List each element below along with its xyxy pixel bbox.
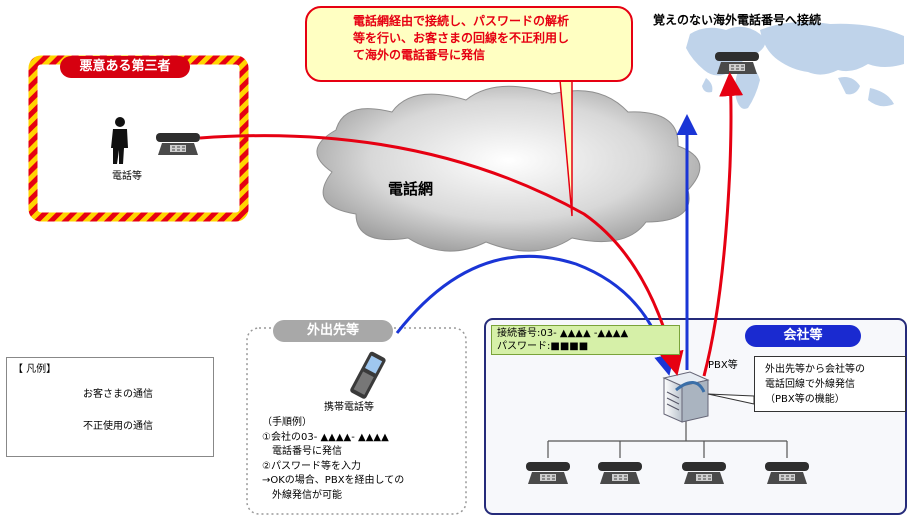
company-title: 会社等: [745, 325, 861, 347]
pbx-note-line: （PBX等の機能）: [765, 394, 845, 405]
communication-paths: [199, 72, 744, 377]
warning-callout: [305, 6, 633, 82]
pbx-label: PBX等: [708, 360, 738, 371]
office-phone-icon: [598, 462, 642, 484]
pbx-wiring: [547, 420, 788, 458]
pbx-server-icon: [662, 371, 710, 423]
overseas-label: 覚えのない海外電話番号へ接続: [653, 13, 822, 27]
attacker-title: 悪意ある第三者: [60, 56, 190, 78]
person-icon: [111, 117, 128, 164]
warning-text: 電話網経由で接続し、パスワードの解析 等を行い、お客さまの回線を不正利用し て海…: [353, 13, 569, 64]
procedure-step: 外線発信が可能: [262, 489, 342, 501]
access-info-box: 接続番号:03- ▲▲▲▲ -▲▲▲▲ パスワード:■■■■: [491, 325, 680, 355]
access-number: 接続番号:03- ▲▲▲▲ -▲▲▲▲: [497, 328, 629, 339]
mobile-phone-icon: [350, 351, 386, 399]
pbx-note-line: 外出先等から会社等の: [765, 364, 865, 375]
office-phone-icon: [526, 462, 570, 484]
world-map: [686, 22, 904, 109]
pbx-note: 外出先等から会社等の 電話回線で外線発信 （PBX等の機能）: [754, 356, 906, 412]
procedure-step: ②パスワード等を入力: [262, 460, 361, 472]
access-password: パスワード:■■■■: [497, 341, 589, 352]
legend-fraud-label: 不正使用の通信: [83, 421, 153, 432]
legend: 【 凡例】 お客さまの通信 不正使用の通信: [6, 357, 214, 457]
phone-network-cloud: [316, 85, 701, 252]
procedure-step: →OKの場合、PBXを経由しての: [262, 475, 405, 486]
outside-title: 外出先等: [273, 320, 393, 342]
pbx-note-line: 電話回線で外線発信: [765, 379, 855, 390]
procedure-step: 電話番号に発信: [262, 446, 342, 457]
procedure-step: （手順例）: [262, 417, 312, 428]
warning-line: 電話網経由で接続し、パスワードの解析: [353, 14, 570, 28]
attacker-device-label: 電話等: [112, 171, 142, 182]
outside-frame: [246, 327, 467, 515]
legend-title: 【 凡例】: [13, 364, 57, 375]
mobile-device-label: 携帯電話等: [324, 402, 374, 413]
procedure-step: ①会社の03- ▲▲▲▲- ▲▲▲▲: [262, 431, 389, 443]
warning-line: て海外の電話番号に発信: [353, 48, 486, 62]
procedure-steps: （手順例） ①会社の03- ▲▲▲▲- ▲▲▲▲ 電話番号に発信 ②パスワード等…: [262, 416, 404, 503]
office-phone-icon: [682, 462, 726, 484]
legend-legit-label: お客さまの通信: [83, 389, 153, 400]
overseas-phone-icon: [715, 52, 759, 74]
office-phone-icon: [765, 462, 809, 484]
warning-line: 等を行い、お客さまの回線を不正利用し: [353, 31, 570, 45]
attacker-phone-icon: [156, 133, 200, 155]
network-label: 電話網: [388, 180, 434, 198]
